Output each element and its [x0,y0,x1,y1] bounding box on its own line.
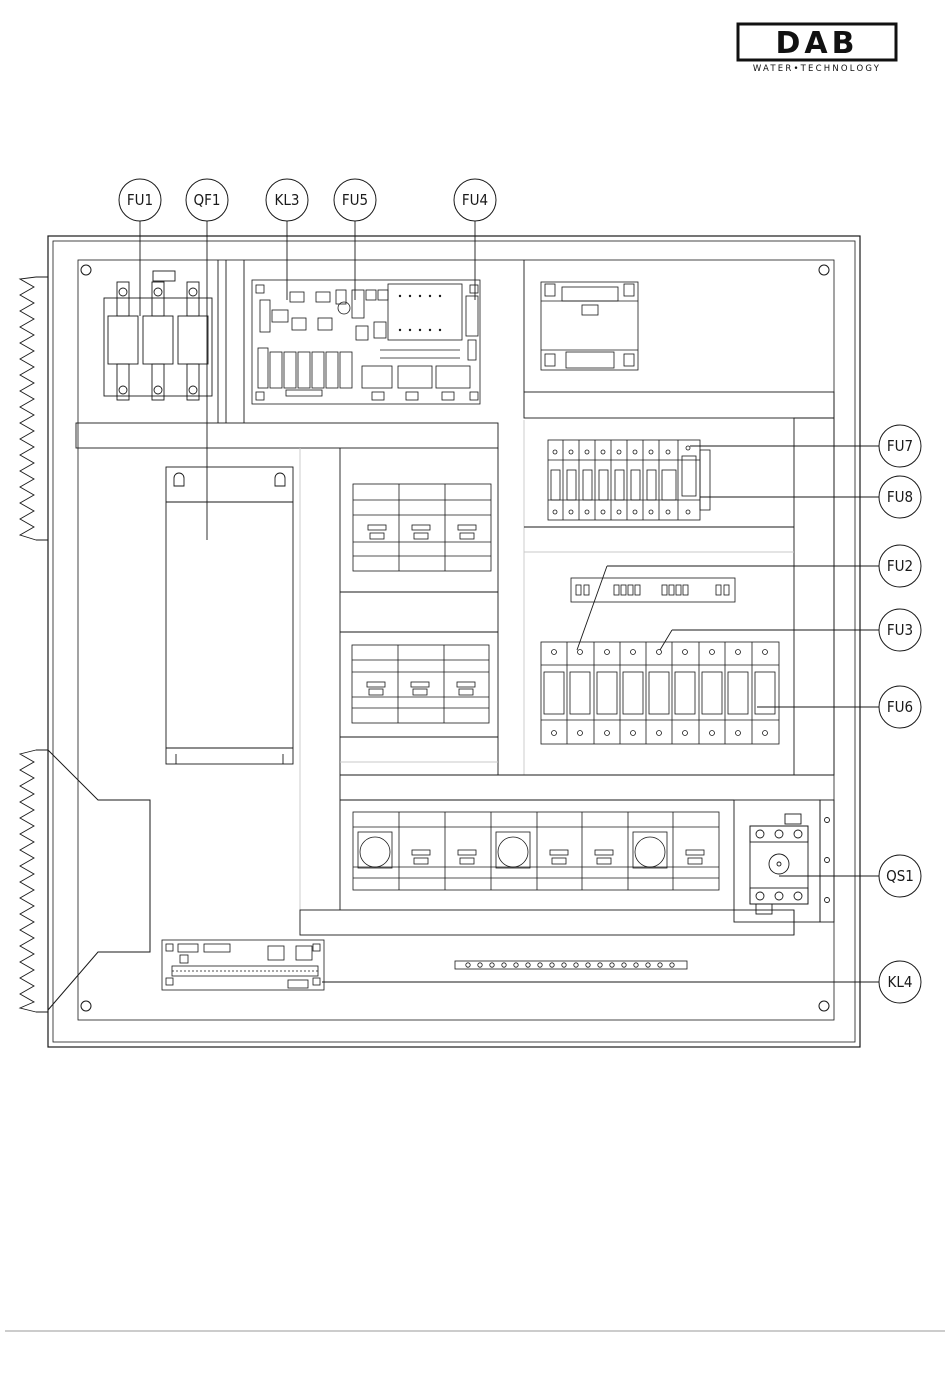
callout-fu1: FU1 [119,179,161,221]
contactor-group-lower [352,645,489,723]
logo-brand: DAB [776,26,859,61]
svg-text:FU1: FU1 [127,191,153,209]
qf1-drive-unit [166,467,293,764]
svg-text:QF1: QF1 [194,191,221,209]
svg-text:FU4: FU4 [462,191,488,209]
door-hinge-zigzag [20,277,150,1012]
callout-fu3: FU3 [879,609,921,651]
callout-fu2: FU2 [879,545,921,587]
fu1-fuse-holders [104,271,212,400]
terminal-strip [455,961,687,969]
callout-kl4: KL4 [879,961,921,1003]
callout-fu8: FU8 [879,476,921,518]
callout-qs1: QS1 [879,855,921,897]
svg-text:FU7: FU7 [887,437,913,455]
contactor-group-upper [353,484,491,571]
svg-text:FU5: FU5 [342,191,368,209]
logo-tagline: WATER•TECHNOLOGY [753,64,881,74]
callout-fu4: FU4 [454,179,496,221]
qs1-main-switch [734,800,834,922]
svg-text:FU2: FU2 [887,557,913,575]
callout-qf1: QF1 [186,179,228,221]
transformer [541,282,638,370]
callout-fu7: FU7 [879,425,921,467]
kl3-control-board [252,280,480,404]
contactor-row-bottom [353,812,719,890]
callout-bubbles: FU1 QF1 KL3 FU5 FU4 FU7 FU8 FU2 [119,179,921,1003]
svg-text:FU3: FU3 [887,621,913,639]
svg-text:FU6: FU6 [887,698,913,716]
svg-text:QS1: QS1 [886,867,914,885]
svg-text:KL4: KL4 [888,973,913,991]
kl4-interface-board [162,940,324,990]
svg-text:FU8: FU8 [887,488,913,506]
callout-kl3: KL3 [266,179,308,221]
svg-text:KL3: KL3 [275,191,300,209]
wiring-ducts [76,260,834,935]
fu7-fu8-terminal-block [548,440,710,520]
callout-fu5: FU5 [334,179,376,221]
dab-logo: DAB WATER•TECHNOLOGY [738,24,896,74]
fu3-fu6-fuse-holders [541,642,779,744]
callout-fu6: FU6 [879,686,921,728]
